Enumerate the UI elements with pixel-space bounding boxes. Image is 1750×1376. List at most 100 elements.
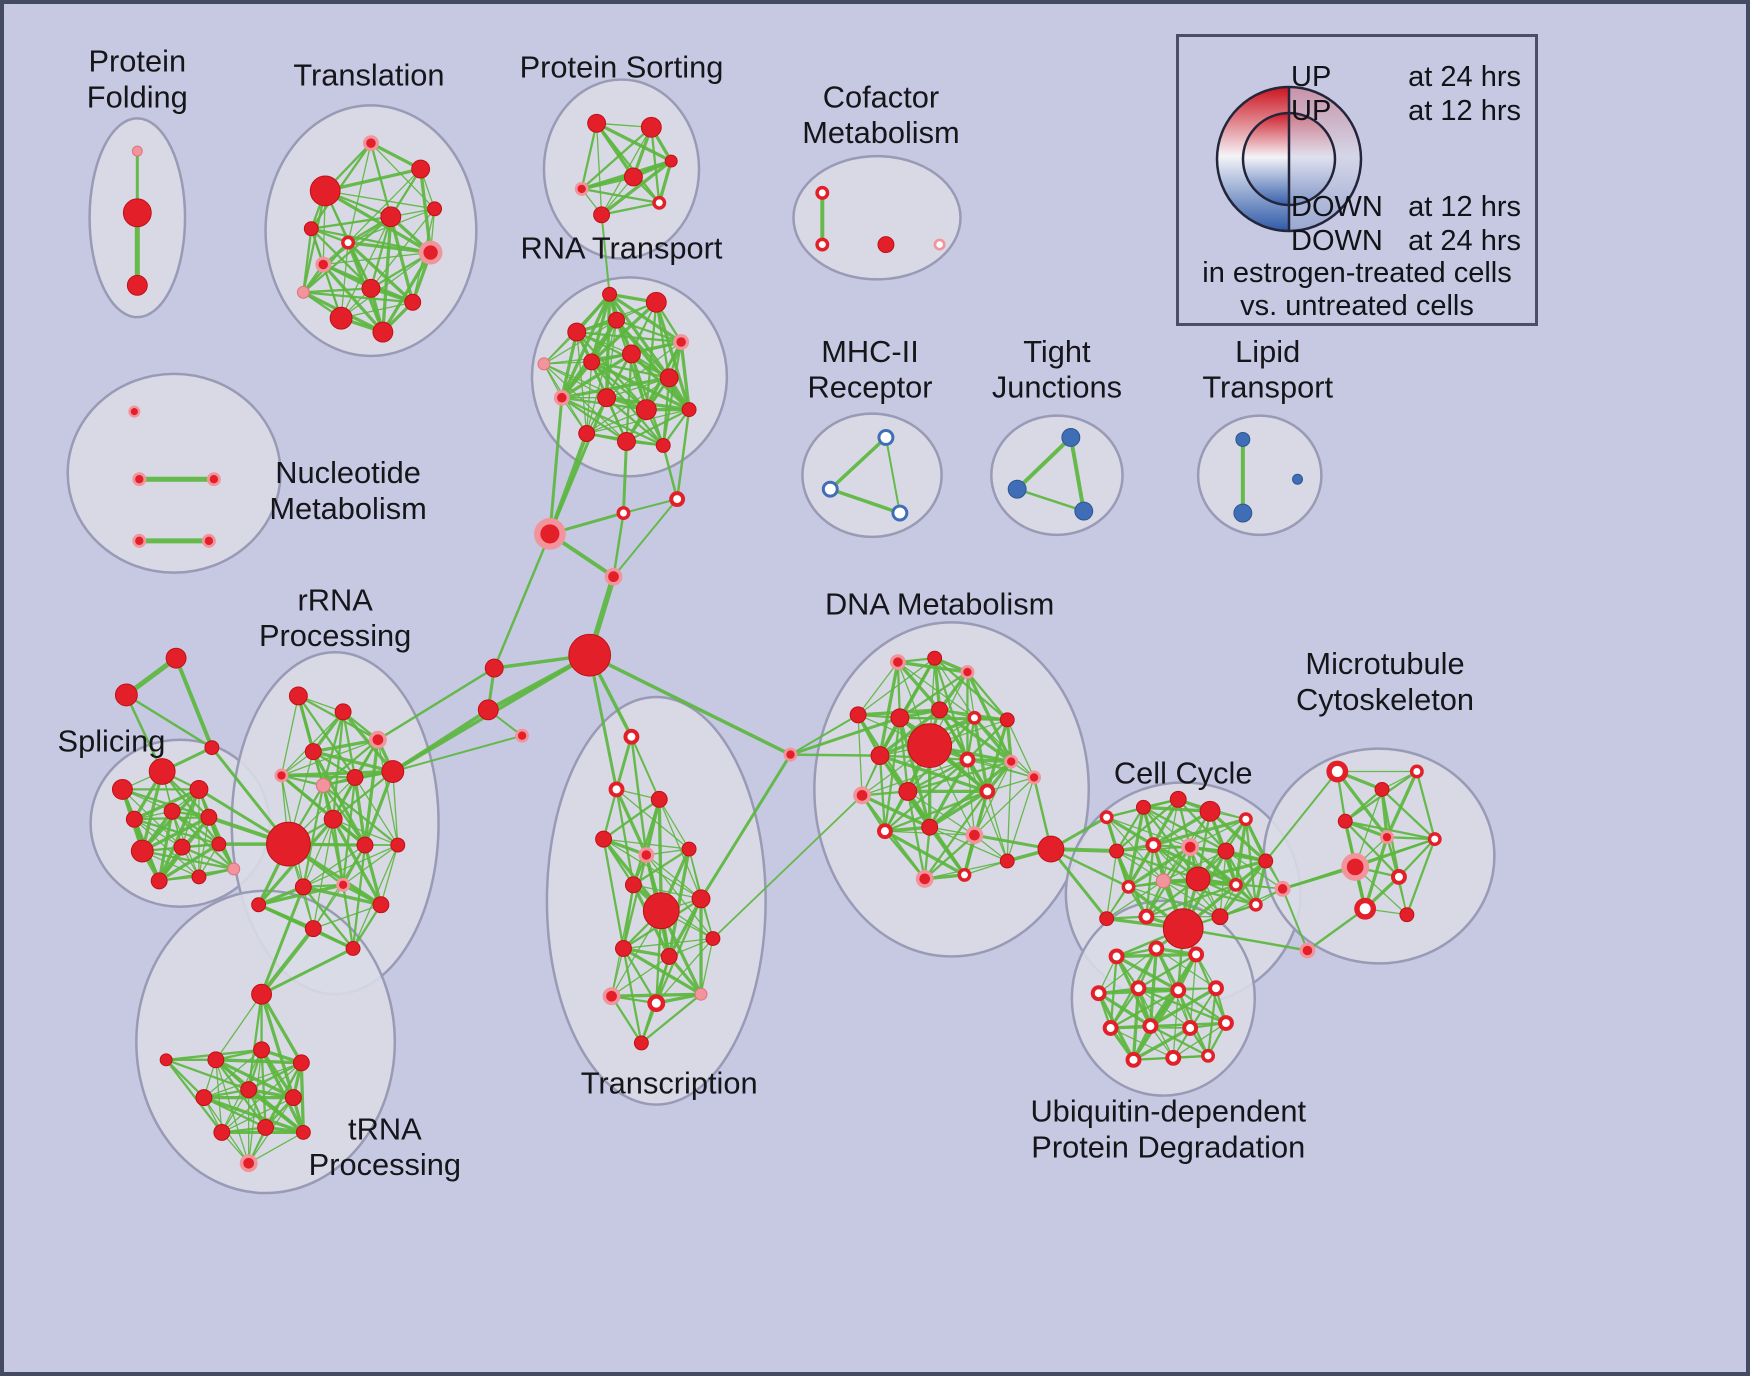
edge — [679, 340, 691, 412]
edge — [363, 843, 383, 907]
edge — [297, 694, 357, 779]
edge — [377, 739, 399, 846]
edge — [632, 884, 702, 900]
node-111 — [705, 931, 721, 946]
edge — [605, 377, 670, 399]
edge — [363, 769, 395, 847]
edge — [353, 775, 367, 847]
edge — [391, 734, 524, 773]
node-138 — [1135, 799, 1151, 815]
edge — [630, 735, 648, 857]
edge — [1126, 845, 1192, 889]
edge — [351, 903, 383, 950]
node-1 — [122, 198, 152, 228]
edge — [675, 408, 691, 501]
node-177 — [1186, 1024, 1195, 1032]
node-174 — [1212, 984, 1220, 993]
node-46 — [540, 524, 560, 544]
node-149 — [1232, 881, 1240, 889]
node-30 — [645, 291, 667, 313]
edge — [248, 1062, 303, 1164]
edge — [615, 788, 635, 886]
node-37 — [635, 399, 657, 421]
edge — [560, 330, 579, 400]
edge — [247, 1061, 303, 1091]
edge — [963, 860, 1008, 876]
edge — [1208, 809, 1268, 863]
node-0 — [131, 145, 143, 157]
node-137 — [1103, 813, 1111, 821]
edge — [933, 656, 942, 712]
edge — [828, 487, 902, 515]
cluster-label-translation: Translation — [293, 58, 444, 93]
edge — [1306, 907, 1367, 952]
edge — [1172, 1022, 1227, 1059]
node-24 — [818, 189, 826, 197]
edge — [1049, 847, 1130, 889]
edge — [125, 693, 164, 773]
edge — [560, 396, 665, 447]
node-32 — [583, 353, 601, 371]
node-71 — [111, 778, 133, 800]
edge — [580, 187, 661, 204]
edge — [299, 1061, 305, 1135]
node-140 — [1199, 800, 1221, 822]
edge — [170, 810, 235, 871]
node-77 — [130, 839, 154, 863]
node-100 — [595, 830, 613, 848]
edge — [907, 790, 976, 836]
node-7 — [380, 206, 402, 228]
edge — [923, 833, 976, 881]
edge — [321, 262, 385, 334]
edge — [883, 829, 967, 877]
node-34 — [659, 368, 679, 388]
node-60 — [266, 821, 311, 867]
node-101 — [641, 850, 652, 860]
node-65 — [372, 896, 390, 914]
edge — [331, 817, 383, 907]
edge — [302, 291, 414, 304]
edge — [198, 816, 210, 878]
node-97 — [159, 1053, 173, 1067]
node-179 — [1129, 1055, 1138, 1064]
node-17 — [587, 113, 607, 133]
node-171 — [1094, 989, 1103, 998]
edge — [857, 657, 936, 716]
node-45 — [673, 495, 682, 504]
edge — [700, 937, 714, 995]
edge — [667, 847, 691, 959]
edge — [615, 735, 633, 791]
node-107 — [660, 947, 678, 965]
node-169 — [1152, 944, 1161, 953]
edge — [141, 849, 235, 871]
edge — [1344, 820, 1401, 879]
node-35 — [557, 392, 567, 403]
node-90 — [195, 1089, 213, 1107]
legend-up-12-time: at 12 hrs — [1408, 95, 1521, 127]
node-53 — [288, 686, 308, 706]
node-148 — [1185, 866, 1211, 892]
node-186 — [204, 536, 214, 546]
edge — [878, 708, 942, 758]
edge — [1385, 769, 1419, 839]
edge — [543, 319, 618, 365]
legend-up-24-time: at 24 hrs — [1408, 61, 1521, 93]
node-86 — [251, 983, 273, 1005]
edge — [312, 884, 344, 930]
node-113 — [786, 750, 795, 759]
edge — [280, 739, 379, 777]
node-188 — [821, 480, 839, 498]
edge — [259, 926, 316, 997]
edge — [370, 208, 436, 289]
edge — [928, 789, 989, 829]
node-158 — [1374, 781, 1390, 797]
edge — [928, 757, 970, 829]
node-124 — [963, 755, 972, 764]
node-31 — [676, 337, 686, 347]
edge — [302, 818, 334, 888]
node-156 — [1277, 884, 1288, 894]
node-81 — [191, 869, 207, 885]
edge — [157, 842, 221, 883]
